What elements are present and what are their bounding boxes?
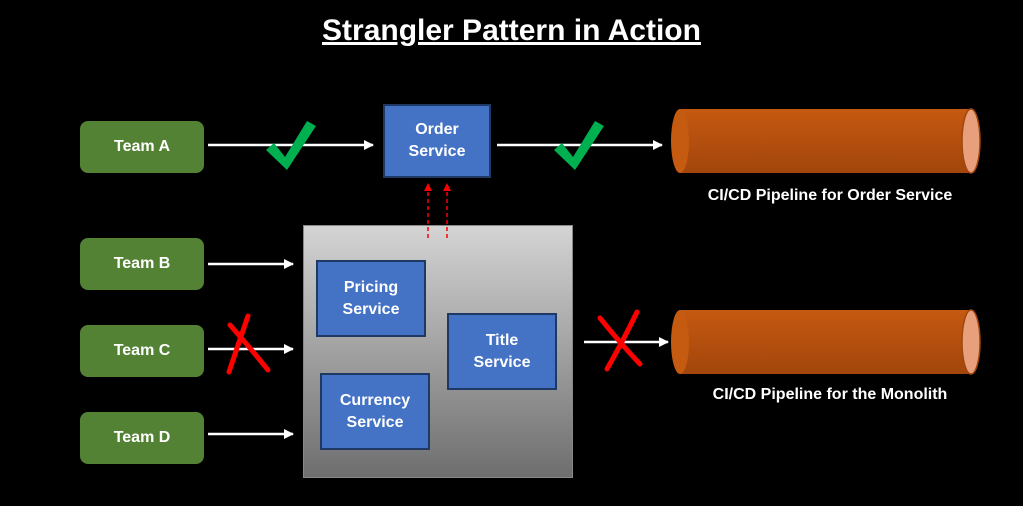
order-pipeline-label: CI/CD Pipeline for Order Service (707, 187, 953, 204)
order-pipeline-pipe (671, 108, 981, 174)
check-icon (554, 121, 604, 170)
team-d-box: Team D (80, 412, 204, 464)
title-service-box: Title Service (447, 313, 557, 390)
check-icon (266, 121, 316, 170)
team-a-box: Team A (80, 121, 204, 173)
team-c-box: Team C (80, 325, 204, 377)
team-b-box: Team B (80, 238, 204, 290)
cross-icon (597, 309, 643, 372)
monolith-pipeline-label: CI/CD Pipeline for the Monolith (712, 386, 948, 403)
diagram-title: Strangler Pattern in Action (322, 14, 701, 47)
pricing-service-box: Pricing Service (316, 260, 426, 337)
monolith-pipeline-pipe (671, 309, 981, 375)
cross-icon (226, 313, 271, 375)
currency-service-box: Currency Service (320, 373, 430, 450)
order-service-box: Order Service (383, 104, 491, 178)
